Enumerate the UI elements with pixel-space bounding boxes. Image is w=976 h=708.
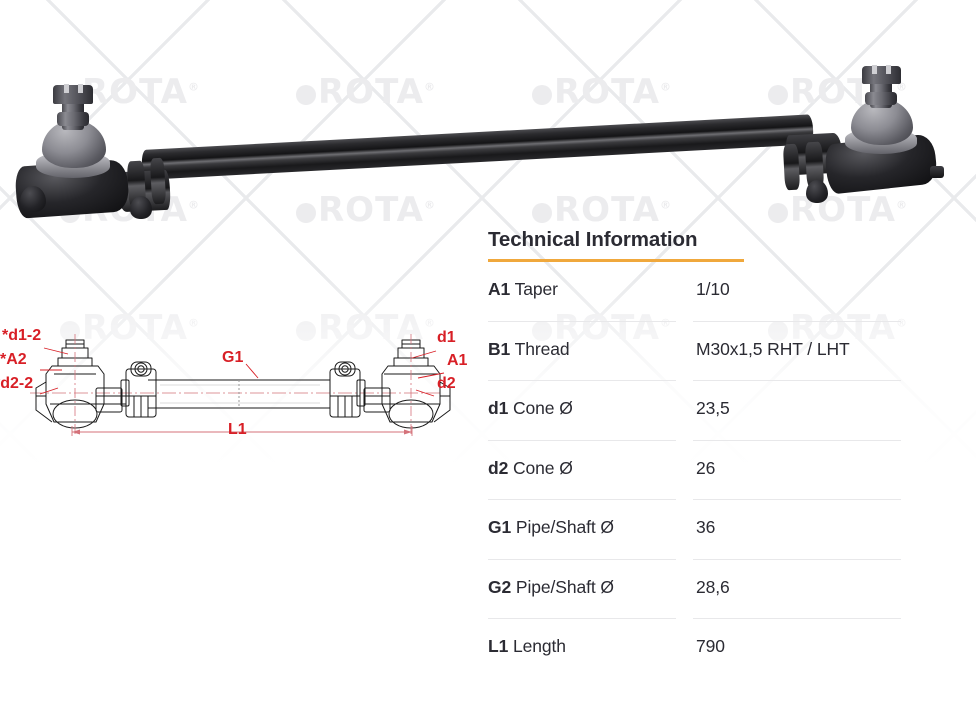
spec-row-divider [488, 558, 928, 560]
spec-code: L1 [488, 636, 509, 656]
spec-label-d2: d2 Cone Ø [488, 441, 696, 479]
spec-description: Cone Ø [508, 457, 573, 478]
spec-value-L1: 790 [696, 636, 725, 656]
drawing-left-joint [35, 339, 126, 429]
left-joint-stud-shoulder [57, 112, 89, 126]
spec-code: B1 [488, 338, 511, 359]
spec-label-d1: d1 Cone Ø [488, 381, 696, 419]
spec-description: Pipe/Shaft Ø [511, 517, 614, 537]
spec-value-G2: 28,6 [696, 576, 730, 597]
left-castle-nut-slot-1 [64, 84, 69, 93]
drawing-leader-lines [39, 347, 445, 397]
divider-left-column [488, 618, 676, 619]
spec-value-G1: 36 [696, 517, 716, 537]
divider-left-column [488, 380, 676, 381]
drawing-label-A2: *A2 [0, 351, 27, 368]
right-joint-grease-nipple [930, 166, 944, 178]
left-joint-lower-boss [20, 186, 46, 212]
drawing-label-L1: L1 [228, 421, 247, 438]
left-joint-castle-nut [53, 85, 93, 104]
left-clamp-collar-b [149, 157, 167, 205]
drawing-label-d1-2: *d1-2 [2, 327, 41, 344]
spec-description: Cone Ø [508, 398, 573, 418]
spec-code: G2 [488, 576, 512, 597]
drawing-label-d1: d1 [437, 329, 456, 346]
spec-description: Thread [510, 338, 570, 359]
drawing-left-clamp [120, 361, 157, 418]
divider-right-column [693, 320, 901, 322]
product-photo [0, 0, 976, 240]
spec-label-G2: G2 Pipe/Shaft Ø [488, 560, 696, 598]
drawing-label-G1: G1 [222, 349, 243, 366]
spec-row-divider [488, 618, 928, 619]
drawing-l1-dimension [71, 426, 413, 436]
divider-left-column [488, 439, 676, 441]
spec-label-A1: A1 Taper [488, 262, 696, 300]
spec-row-divider [488, 320, 928, 322]
spec-value-d1: 23,5 [696, 398, 730, 418]
spec-description: Pipe/Shaft Ø [511, 576, 614, 597]
spec-description: Length [508, 636, 566, 656]
divider-left-column [488, 499, 676, 500]
right-joint-stud-shoulder [865, 92, 897, 105]
drawing-label-d2: d2 [437, 375, 456, 392]
spec-code: d2 [488, 457, 509, 478]
spec-label-G1: G1 Pipe/Shaft Ø [488, 500, 696, 538]
title-underline-rule [488, 259, 744, 262]
spec-label-L1: L1 Length [488, 619, 696, 657]
divider-right-column [693, 558, 901, 560]
spec-value-B1: M30x1,5 RHT / LHT [696, 338, 850, 359]
drawing-label-d2-2: *d2-2 [0, 375, 33, 392]
spec-label-B1: B1 Thread [488, 322, 696, 360]
page-title: Technical Information [488, 228, 698, 251]
spec-row-divider [488, 380, 928, 381]
divider-right-column [693, 380, 901, 381]
drawing-right-joint [363, 339, 451, 429]
left-clamp-bolt [130, 196, 152, 219]
spec-code: G1 [488, 517, 512, 537]
right-clamp-bolt [806, 180, 828, 203]
tie-rod-tube [141, 114, 814, 180]
spec-description: Taper [510, 279, 558, 299]
divider-left-column [488, 558, 676, 560]
divider-right-column [693, 439, 901, 441]
divider-right-column [693, 618, 901, 619]
left-castle-nut-slot-2 [78, 84, 83, 93]
spec-row-divider [488, 439, 928, 441]
spec-code: A1 [488, 279, 511, 299]
right-joint-castle-nut [862, 66, 901, 84]
right-clamp-collar-a [782, 143, 801, 191]
drawing-label-A1: A1 [447, 352, 468, 369]
right-castle-nut-slot-1 [872, 65, 877, 74]
divider-left-column [488, 320, 676, 322]
spec-code: d1 [488, 398, 509, 418]
divider-right-column [693, 499, 901, 500]
right-castle-nut-slot-2 [886, 65, 891, 74]
spec-value-d2: 26 [696, 457, 716, 478]
drawing-right-clamp [329, 361, 366, 418]
spec-row-divider [488, 499, 928, 500]
spec-value-A1: 1/10 [696, 279, 730, 299]
